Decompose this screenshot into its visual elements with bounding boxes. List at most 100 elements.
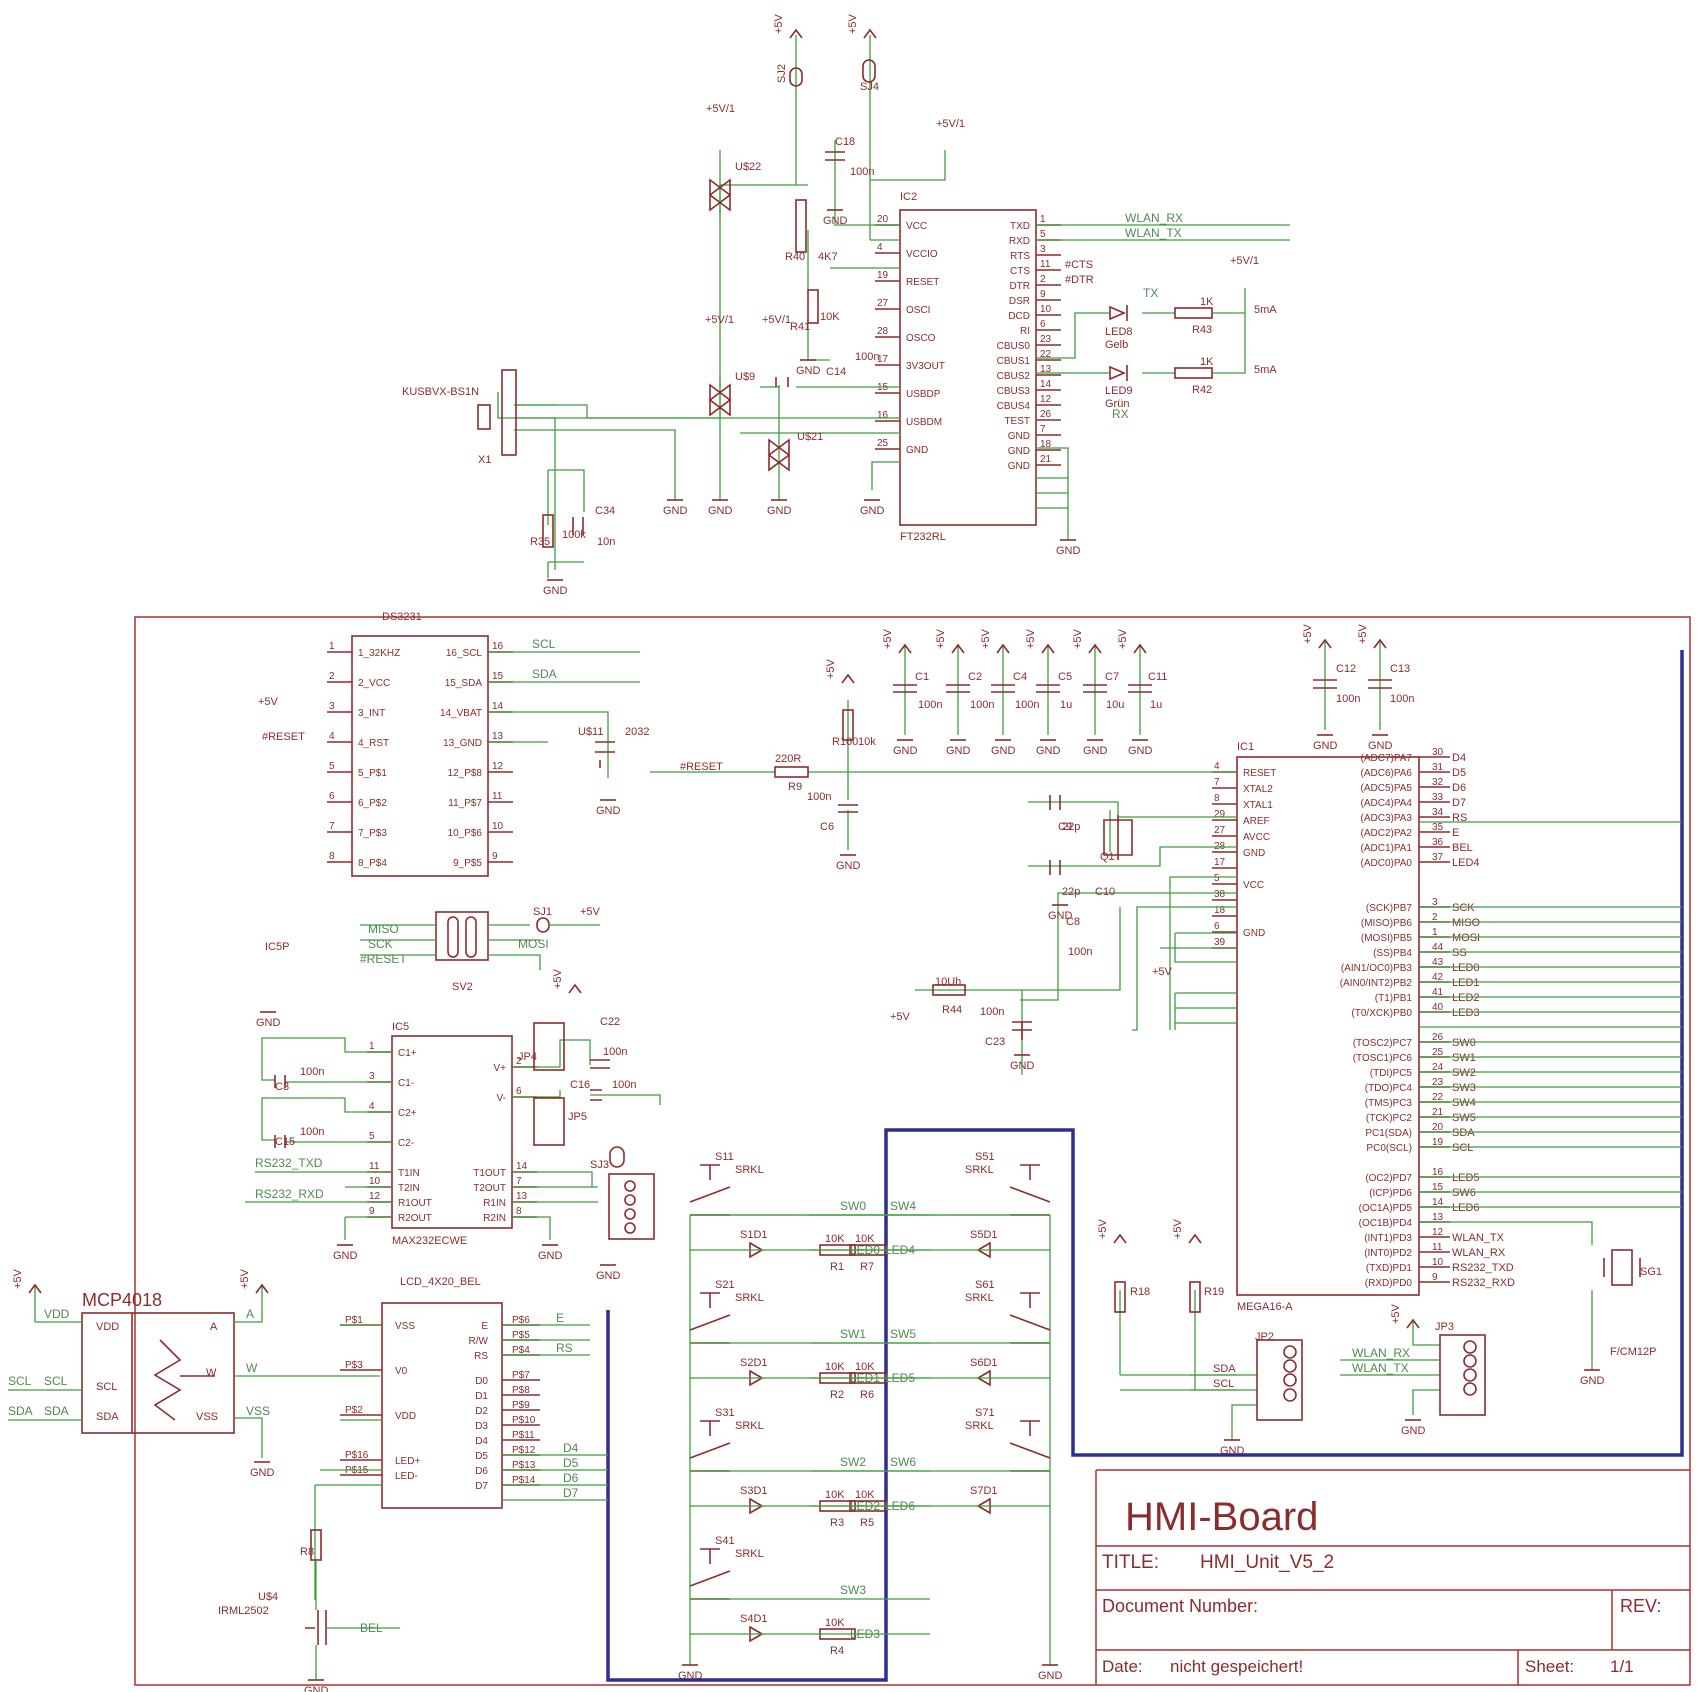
sg1-label: SG1: [1640, 1266, 1662, 1278]
max232-name: IC5: [392, 1021, 409, 1033]
r41-label: R41: [790, 321, 810, 333]
ds-right-pin-name: 11_P$7: [448, 798, 482, 809]
ds-right-pin-name: 10_P$6: [448, 828, 483, 839]
ic1-port-net: E: [1452, 827, 1459, 839]
ic1-port-net: SCK: [1452, 902, 1475, 914]
r40-value: 4K7: [818, 251, 838, 263]
resistor-ref: R2: [830, 1389, 844, 1401]
sv2-label: SV2: [452, 981, 473, 993]
c15-label: C15: [275, 1136, 295, 1148]
mcp-pin-vss: VSS: [196, 1411, 218, 1423]
max-right-pin-name: V+: [493, 1063, 506, 1074]
c9-value: 22p: [1062, 821, 1080, 833]
ic2-left-pin-name: RESET: [906, 277, 939, 288]
ic1-port-net: MISO: [1452, 917, 1481, 929]
ic1-port-pin-number: 30: [1432, 747, 1444, 758]
switch-actuator: [700, 1548, 720, 1564]
ds-left-pin-name: 3_INT: [358, 708, 385, 719]
r41-value: 10K: [820, 311, 840, 323]
ic1-port-pin-number: 44: [1432, 942, 1444, 953]
ic1-port-pin-number: 43: [1432, 957, 1444, 968]
sj3-label: SJ3: [590, 1159, 609, 1171]
ic1-port-net: LED5: [1452, 1172, 1480, 1184]
mcp-net-a: A: [246, 1307, 254, 1321]
ic2-left-pin-name: OSCI: [906, 305, 930, 316]
ic1-left-pin-number: 38: [1214, 889, 1226, 900]
lcd-left-pin-number: P$1: [345, 1315, 363, 1326]
max-left-pin-name: C2-: [398, 1138, 414, 1149]
plus5v-arrow-icon: [1406, 1318, 1420, 1329]
resistor-value: 10K: [825, 1489, 845, 1501]
ds3231-rtc[interactable]: 11_32KHZ22_VCC33_INT44_RST55_P$166_P$277…: [327, 635, 513, 877]
ic2-right-pin-name: RXD: [1009, 236, 1030, 247]
battery-type: 2032: [625, 726, 649, 738]
ic2-right-pin-name: GND: [1008, 461, 1030, 472]
ic1-port-pin-number: 34: [1432, 807, 1444, 818]
mcp-pin-w: W: [206, 1367, 217, 1379]
isp-header-sv2[interactable]: [360, 911, 600, 970]
u21-label: U$21: [797, 431, 823, 443]
switch-contact: [689, 1314, 731, 1344]
lcd-right-pin-name: D4: [475, 1436, 488, 1447]
doc-label: Document Number:: [1102, 1596, 1258, 1616]
gnd-label: GND: [767, 505, 792, 517]
ds-right-pin-name: 14_VBAT: [440, 708, 482, 719]
c7-value: 10u: [1106, 699, 1124, 711]
switch-net: SW1: [840, 1327, 866, 1341]
mcp4018-name: MCP4018: [82, 1290, 162, 1310]
mcp4018-digipot[interactable]: [81, 1312, 235, 1434]
ic1-part: MEGA16-A: [1237, 1301, 1293, 1313]
switch-type: SRKL: [735, 1420, 764, 1432]
lcd-left-pin-name: LED-: [395, 1471, 418, 1482]
ic1-name: IC1: [1237, 741, 1254, 753]
max-left-pin-number: 5: [369, 1131, 375, 1142]
max-left-pin-number: 9: [369, 1206, 375, 1217]
gnd-label: GND: [893, 745, 918, 757]
ic1-left-pin-number: 17: [1214, 857, 1226, 868]
plus5v-arrow-icon: [841, 673, 855, 684]
ic5-max232[interactable]: 1C1+3C1-4C2+5C2-11T1IN10T2IN12R1OUT9R2OU…: [367, 1035, 537, 1229]
r43-value: 1K: [1200, 296, 1214, 308]
ic2-right-pin-name: TXD: [1010, 221, 1030, 232]
switch-net: SW2: [840, 1455, 866, 1469]
mcp-net-scl-outer: SCL: [8, 1374, 32, 1388]
lcd-right-pin-number: P$8: [512, 1385, 530, 1396]
gnd-label: GND: [250, 1467, 275, 1479]
lcd-right-pin-number: P$13: [512, 1460, 536, 1471]
jp2-scl: SCL: [1213, 1378, 1234, 1390]
ds-left-pin-name: 6_P$2: [358, 798, 387, 809]
c5-label: C5: [1058, 671, 1072, 683]
c2-label: C2: [968, 671, 982, 683]
switch-ref: S21: [715, 1279, 735, 1291]
gnd-label: GND: [678, 1670, 703, 1682]
plus5v-arrow-icon: [1133, 643, 1147, 654]
ic1-port-pin-name: (ADC7)PA7: [1361, 753, 1413, 764]
rs232-txd-net: RS232_TXD: [255, 1156, 323, 1170]
ic2-left-pin-number: 20: [877, 214, 889, 225]
c11-value: 1u: [1150, 699, 1162, 711]
lcd-right-pin-name: E: [481, 1321, 488, 1332]
ic2-right-pin-number: 2: [1040, 274, 1046, 285]
switch-type: SRKL: [965, 1420, 994, 1432]
ic1-port-pin-number: 40: [1432, 1002, 1444, 1013]
mcp-pin-scl: SCL: [96, 1381, 117, 1393]
ic1-port-pin-name: (T0/XCK)PB0: [1351, 1008, 1412, 1019]
ic1-mega16[interactable]: 4RESET7XTAL28XTAL129AREF27AVCC28GND175VC…: [1212, 747, 1515, 1296]
ic1-port-pin-name: (INT1)PD3: [1364, 1233, 1412, 1244]
switch-net: SW0: [840, 1199, 866, 1213]
r18-label: R18: [1130, 1286, 1150, 1298]
led9-color: Grün: [1105, 398, 1129, 410]
ic1-left-pin-number: 8: [1214, 793, 1220, 804]
ic1-port-pin-name: (AIN1/OC0)PB3: [1341, 963, 1413, 974]
ic2-ft232rl[interactable]: 20VCC4VCCIO19RESET27OSCI28OSCO173V3OUT15…: [875, 209, 1061, 526]
ic1-port-net: SW6: [1452, 1187, 1476, 1199]
ic1-port-pin-number: 24: [1432, 1062, 1444, 1073]
max-right-pin-name: T1OUT: [473, 1168, 506, 1179]
ds-net-sda: SDA: [532, 667, 557, 681]
lcd-right-pin-number: P$14: [512, 1475, 536, 1486]
switch-ref: S61: [975, 1279, 995, 1291]
switch-net: SW6: [890, 1455, 916, 1469]
gnd-label: GND: [1313, 740, 1338, 752]
ic1-port-net: WLAN_RX: [1452, 1247, 1506, 1259]
